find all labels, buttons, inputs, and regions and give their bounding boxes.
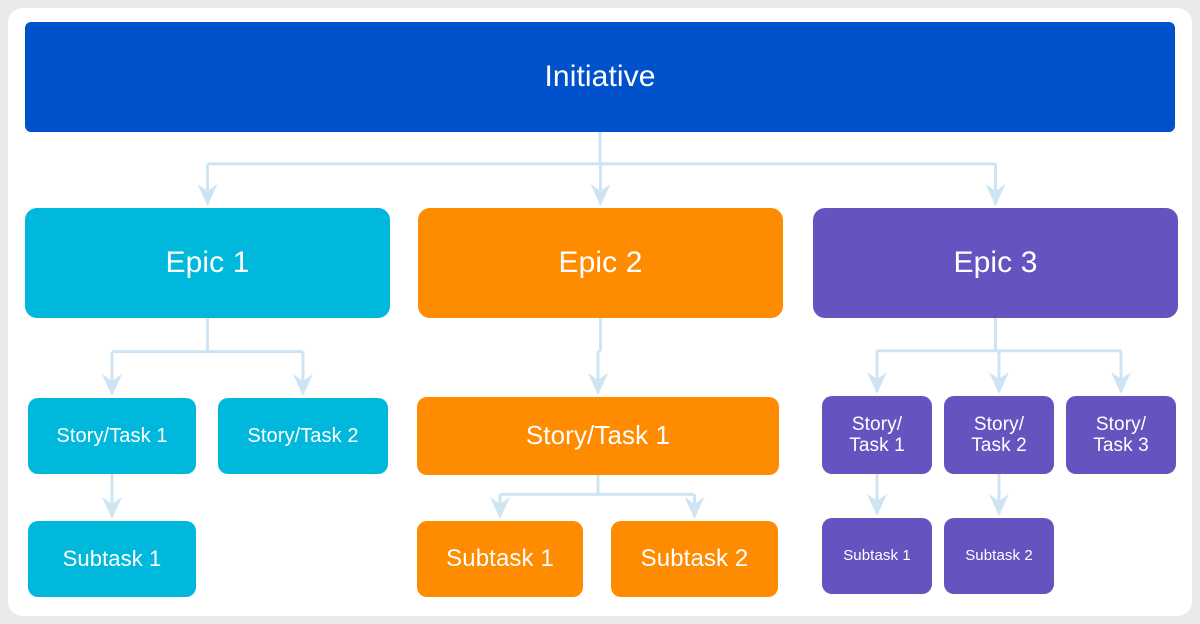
node-label: Story/ Task 1 [849, 413, 905, 456]
node-epic3-subtask-2[interactable]: Subtask 2 [944, 518, 1054, 594]
node-label: Epic 2 [558, 246, 643, 280]
node-epic2-subtask-2[interactable]: Subtask 2 [611, 521, 778, 597]
node-label: Story/Task 2 [247, 424, 359, 447]
node-initiative[interactable]: Initiative [25, 22, 1175, 132]
node-label: Story/Task 1 [525, 420, 671, 451]
node-epic2-subtask-1[interactable]: Subtask 1 [417, 521, 583, 597]
node-epic-1[interactable]: Epic 1 [25, 208, 390, 318]
node-epic-2[interactable]: Epic 2 [418, 208, 783, 318]
node-label: Subtask 2 [640, 544, 749, 572]
node-label: Story/Task 1 [56, 424, 168, 447]
node-epic3-task-1[interactable]: Story/ Task 1 [822, 396, 932, 474]
node-label: Epic 3 [953, 246, 1038, 280]
node-epic1-subtask-1[interactable]: Subtask 1 [28, 521, 196, 597]
node-epic-3[interactable]: Epic 3 [813, 208, 1178, 318]
node-label: Subtask 1 [446, 544, 554, 572]
node-label: Story/ Task 3 [1093, 413, 1149, 456]
node-epic1-task-1[interactable]: Story/Task 1 [28, 398, 196, 474]
node-label: Subtask 2 [965, 546, 1033, 564]
node-epic3-subtask-1[interactable]: Subtask 1 [822, 518, 932, 594]
node-label: Story/ Task 2 [971, 413, 1027, 456]
node-label: Epic 1 [165, 246, 250, 280]
node-label: Initiative [544, 60, 656, 94]
node-epic1-task-2[interactable]: Story/Task 2 [218, 398, 388, 474]
node-label: Subtask 1 [843, 546, 911, 564]
node-label: Subtask 1 [62, 545, 162, 571]
node-epic3-task-2[interactable]: Story/ Task 2 [944, 396, 1054, 474]
node-epic3-task-3[interactable]: Story/ Task 3 [1066, 396, 1176, 474]
node-epic2-task-1[interactable]: Story/Task 1 [417, 397, 779, 475]
